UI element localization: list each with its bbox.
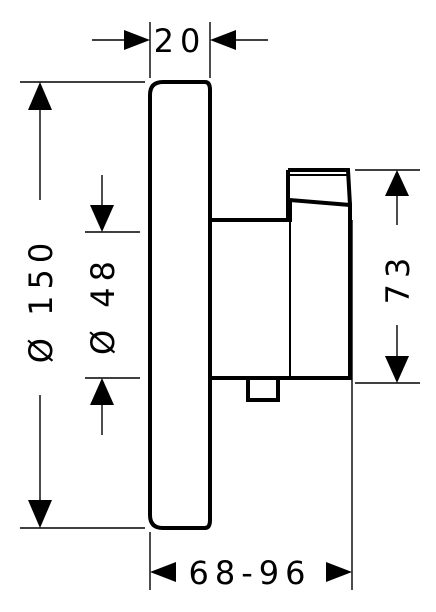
dim-handle-height: 73 [355,169,420,384]
bottom-stub [246,378,280,402]
dim-width-top: 20 [92,22,268,78]
dim-height-total-label: Ø 150 [22,237,60,363]
handle-top [286,168,352,222]
dim-depth-bottom: 68-96 [149,220,353,592]
dim-height-total: Ø 150 [20,81,145,529]
dim-inner-diameter: Ø 48 [84,175,140,435]
rosette-plate [148,80,212,530]
dim-handle-height-label: 73 [379,252,417,305]
dim-inner-diameter-label: Ø 48 [84,255,122,355]
dim-width-top-label: 20 [154,22,207,60]
dim-depth-bottom-label: 68-96 [189,554,312,592]
valve-body [210,197,352,380]
